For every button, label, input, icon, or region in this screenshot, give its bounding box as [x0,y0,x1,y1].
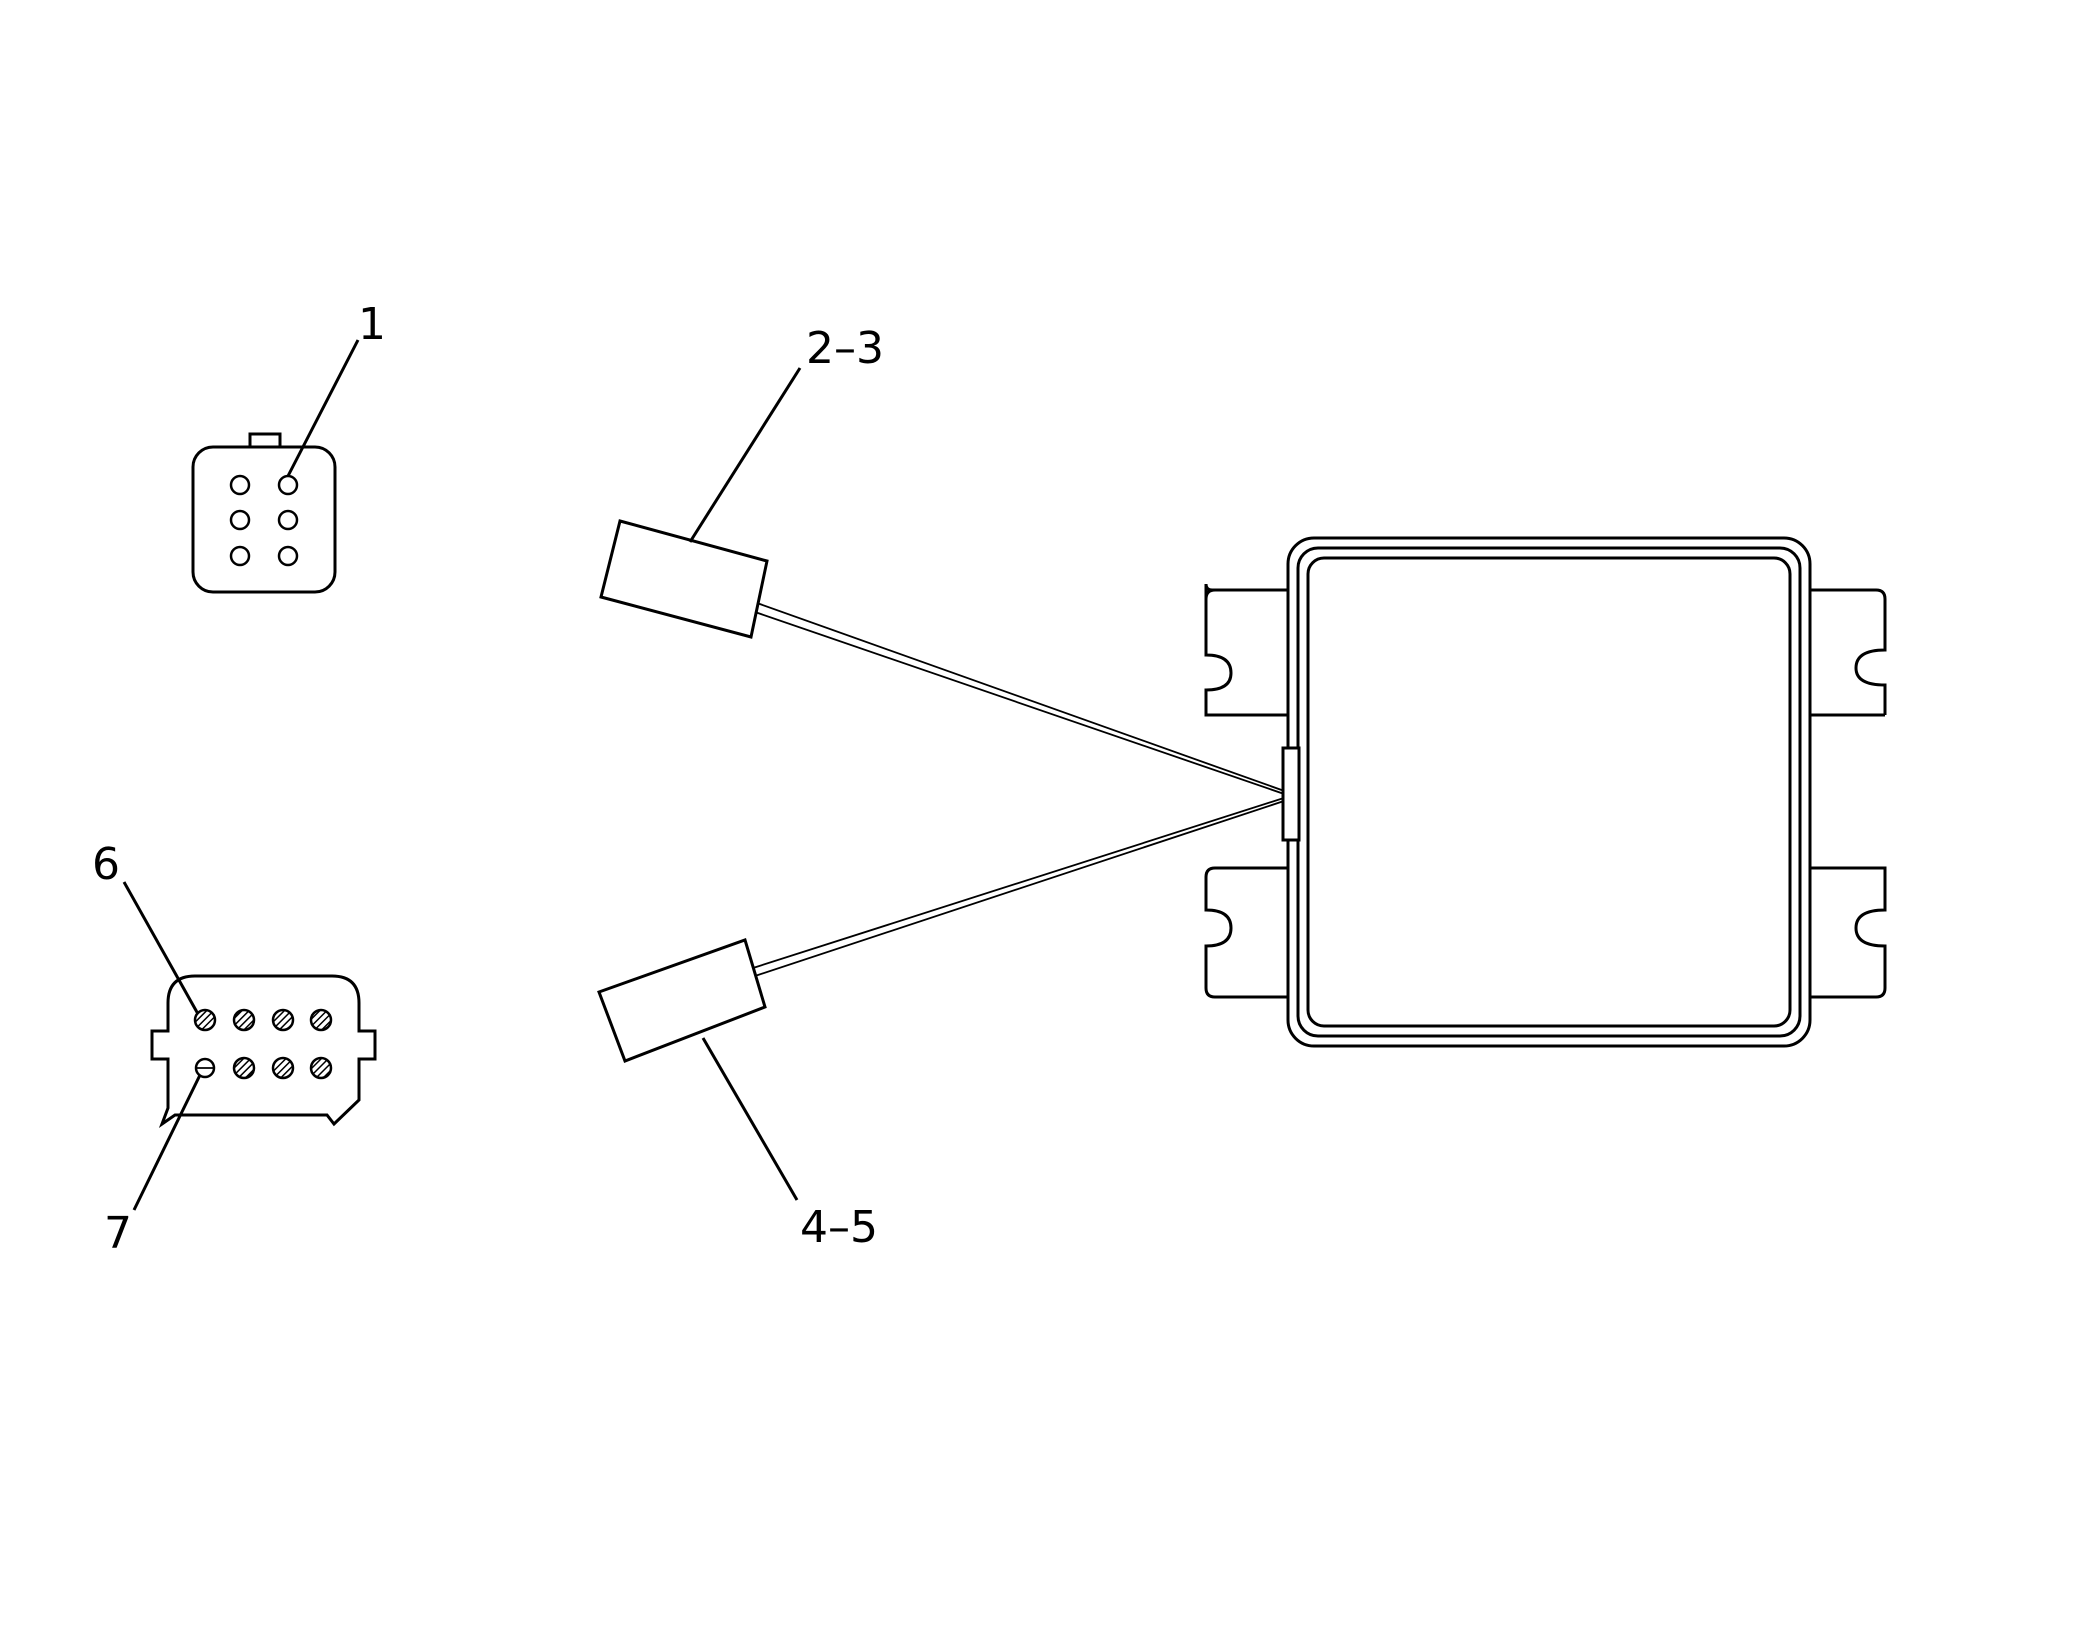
callout-label-6: 6 [92,839,120,890]
leader-line-7 [132,1074,202,1211]
pin-icon [229,509,251,531]
plug-lower-icon [597,795,1291,1063]
pin-icon [229,474,251,496]
eight-pin-connector-icon [150,974,377,1128]
pin-icon [271,1008,295,1032]
leader-line-4-5 [701,1037,799,1201]
pin-icon [277,545,299,567]
pin-icon [229,545,251,567]
pin-icon [271,1056,295,1080]
six-pin-connector-icon [191,432,337,594]
pin-icon [232,1008,256,1032]
control-module-icon [1204,536,1887,1048]
pin-icon [277,474,299,496]
callout-label-7: 7 [104,1208,132,1259]
pin-icon [232,1056,256,1080]
leader-line-1 [286,339,360,477]
leader-line-2-3 [688,367,802,543]
pin-icon [277,509,299,531]
callout-label-2-3: 2–3 [806,323,884,374]
callout-label-1: 1 [358,299,386,350]
pin-icon [309,1008,333,1032]
callout-label-4-5: 4–5 [800,1202,878,1253]
leader-line-6 [122,881,200,1015]
pin-icon [309,1056,333,1080]
pin-icon [193,1008,217,1032]
plug-upper-icon [599,519,1291,797]
